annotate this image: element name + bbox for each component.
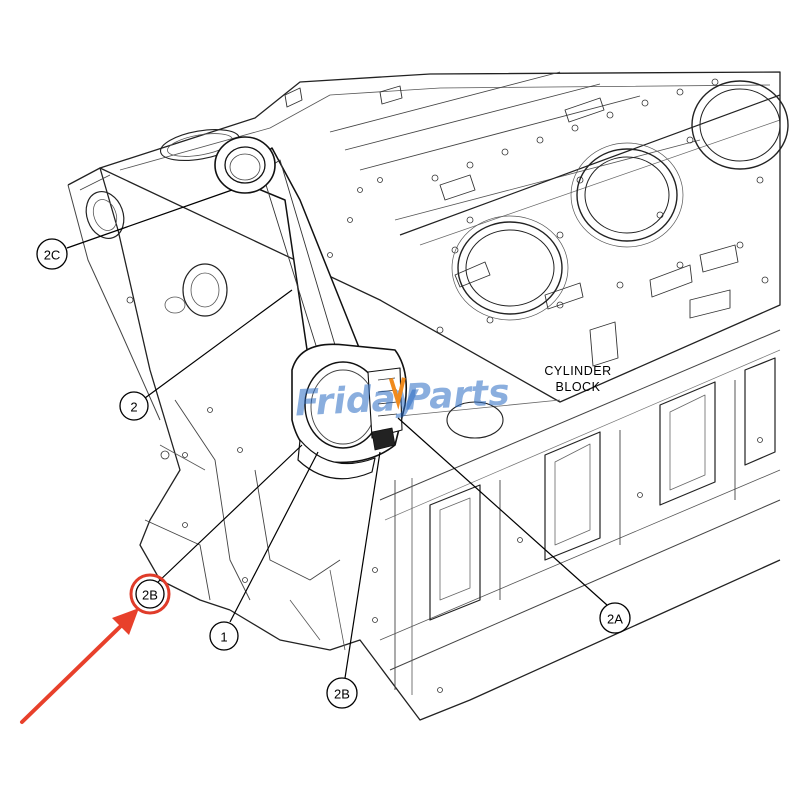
callout-1: 1 — [209, 621, 239, 651]
watermark-accent-mark — [388, 377, 406, 410]
callout-1-label: 1 — [220, 630, 227, 645]
highlight-ring — [129, 573, 171, 615]
leader-2b-bottom — [344, 451, 381, 679]
callout-2b-bottom-label: 2B — [334, 687, 350, 702]
callout-2c-label: 2C — [44, 248, 61, 263]
leader-2c — [66, 189, 233, 249]
watermark-word-parts: Parts — [404, 372, 511, 418]
callout-2-label: 2 — [130, 400, 137, 415]
connecting-rod — [214, 136, 408, 480]
leader-1 — [229, 451, 319, 623]
cylinder-block-label-line1: CYLINDER — [544, 364, 611, 378]
callout-2b-left-label: 2B — [142, 588, 158, 603]
callout-2a: 2A — [599, 602, 631, 634]
leader-2 — [144, 289, 293, 399]
watermark: Friday Parts — [294, 372, 511, 424]
callout-2b-bottom: 2B — [326, 677, 358, 709]
callout-2a-label: 2A — [607, 612, 623, 627]
callout-2: 2 — [119, 391, 149, 421]
callout-2c: 2C — [36, 238, 68, 270]
red-pointer-arrow — [20, 608, 139, 724]
leader-2a — [397, 417, 608, 606]
callout-2b-left: 2B — [129, 573, 171, 615]
cylinder-block-drawing — [67, 71, 781, 721]
leader-lines — [66, 189, 608, 679]
cylinder-block-label-line2: BLOCK — [556, 380, 601, 394]
leader-2b-left — [156, 444, 303, 584]
